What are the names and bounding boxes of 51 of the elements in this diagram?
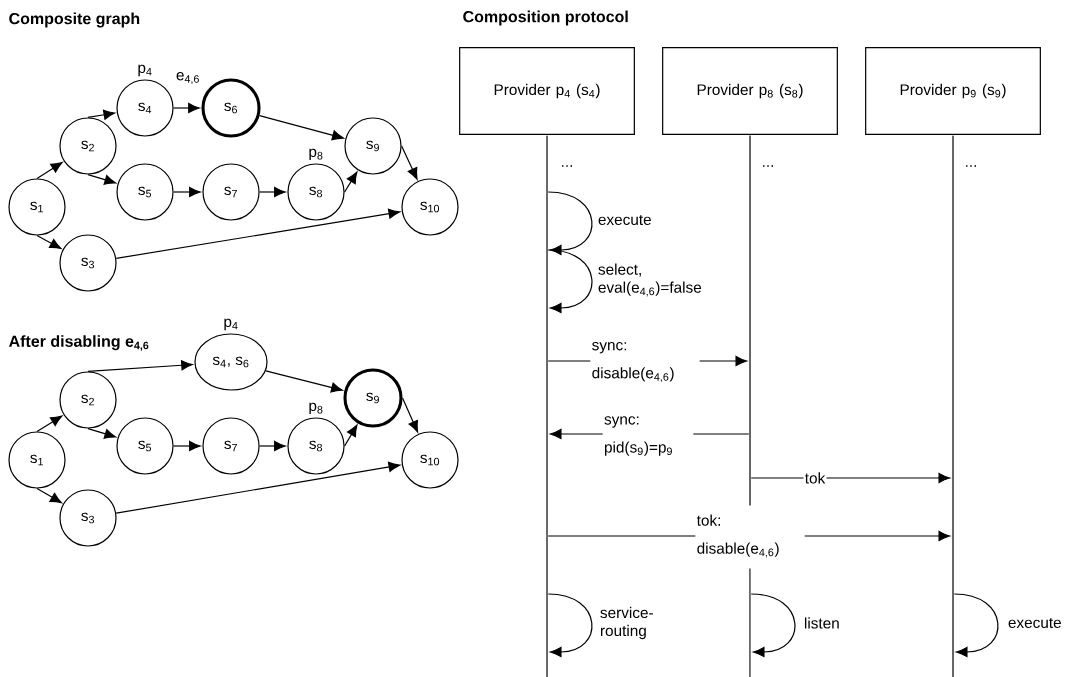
provider-box: Provider p$_{4}$ (s$_{4}$) <box>459 47 635 135</box>
arrow <box>344 171 358 193</box>
edge-label: tok <box>803 471 827 485</box>
ellipsis: ... <box>966 165 976 167</box>
edge-label: e$_{4,6}$ <box>174 70 202 86</box>
heading: Composite graph <box>9 12 140 28</box>
edge-label: listen <box>804 617 839 629</box>
self-loop-arrow <box>547 191 593 256</box>
arrow <box>36 415 63 432</box>
arrow <box>401 397 419 433</box>
provider-label: p$_{4}$ <box>138 64 152 77</box>
arrow <box>265 370 343 393</box>
arrow <box>401 145 418 180</box>
self-loop-arrow <box>547 249 593 314</box>
arrow <box>87 174 117 185</box>
self-loop-arrow <box>547 593 593 658</box>
self-loop-arrow <box>953 593 999 658</box>
edge-label: execute <box>598 214 651 225</box>
provider-label: p$_{4}$ <box>224 318 238 331</box>
message-arrow <box>750 472 951 484</box>
edge-label: sync: pid(s$_{9}$)=p$_{9}$ <box>602 414 694 458</box>
self-loop-arrow <box>750 593 796 658</box>
arrow <box>115 461 401 514</box>
provider-label: p$_{8}$ <box>309 148 323 161</box>
arrow <box>173 102 200 114</box>
provider-box: Provider p$_{8}$ (s$_{8}$) <box>662 47 838 135</box>
heading: Composition protocol <box>463 10 628 26</box>
arrow <box>115 208 401 259</box>
provider-label: p$_{8}$ <box>309 402 323 415</box>
edge-label: execute <box>1008 617 1061 628</box>
heading: After disabling e$_{4,6}$ <box>9 335 149 351</box>
arrow <box>259 186 286 198</box>
edge-label: tok: disable(e$_{4,6}$) <box>695 513 805 559</box>
lifeline <box>749 568 751 677</box>
arrow <box>87 360 193 372</box>
arrow <box>87 428 117 439</box>
ellipsis: ... <box>763 165 773 167</box>
arrow <box>36 161 63 179</box>
arrow <box>344 424 358 447</box>
arrow <box>87 109 116 120</box>
provider-box: Provider p$_{9}$ (s$_{9}$) <box>865 47 1041 135</box>
ellipsis: ... <box>562 165 572 167</box>
arrow <box>173 440 201 452</box>
arrow <box>36 235 62 249</box>
arrow <box>173 186 201 198</box>
arrow <box>259 440 286 452</box>
edge-label: select, eval(e$_{4,6}$)=false <box>598 263 702 297</box>
edge-label: service-routing <box>600 606 653 640</box>
edge-label: sync: disable(e$_{4,6}$) <box>590 340 700 384</box>
arrow <box>258 115 344 141</box>
arrow <box>36 488 62 504</box>
